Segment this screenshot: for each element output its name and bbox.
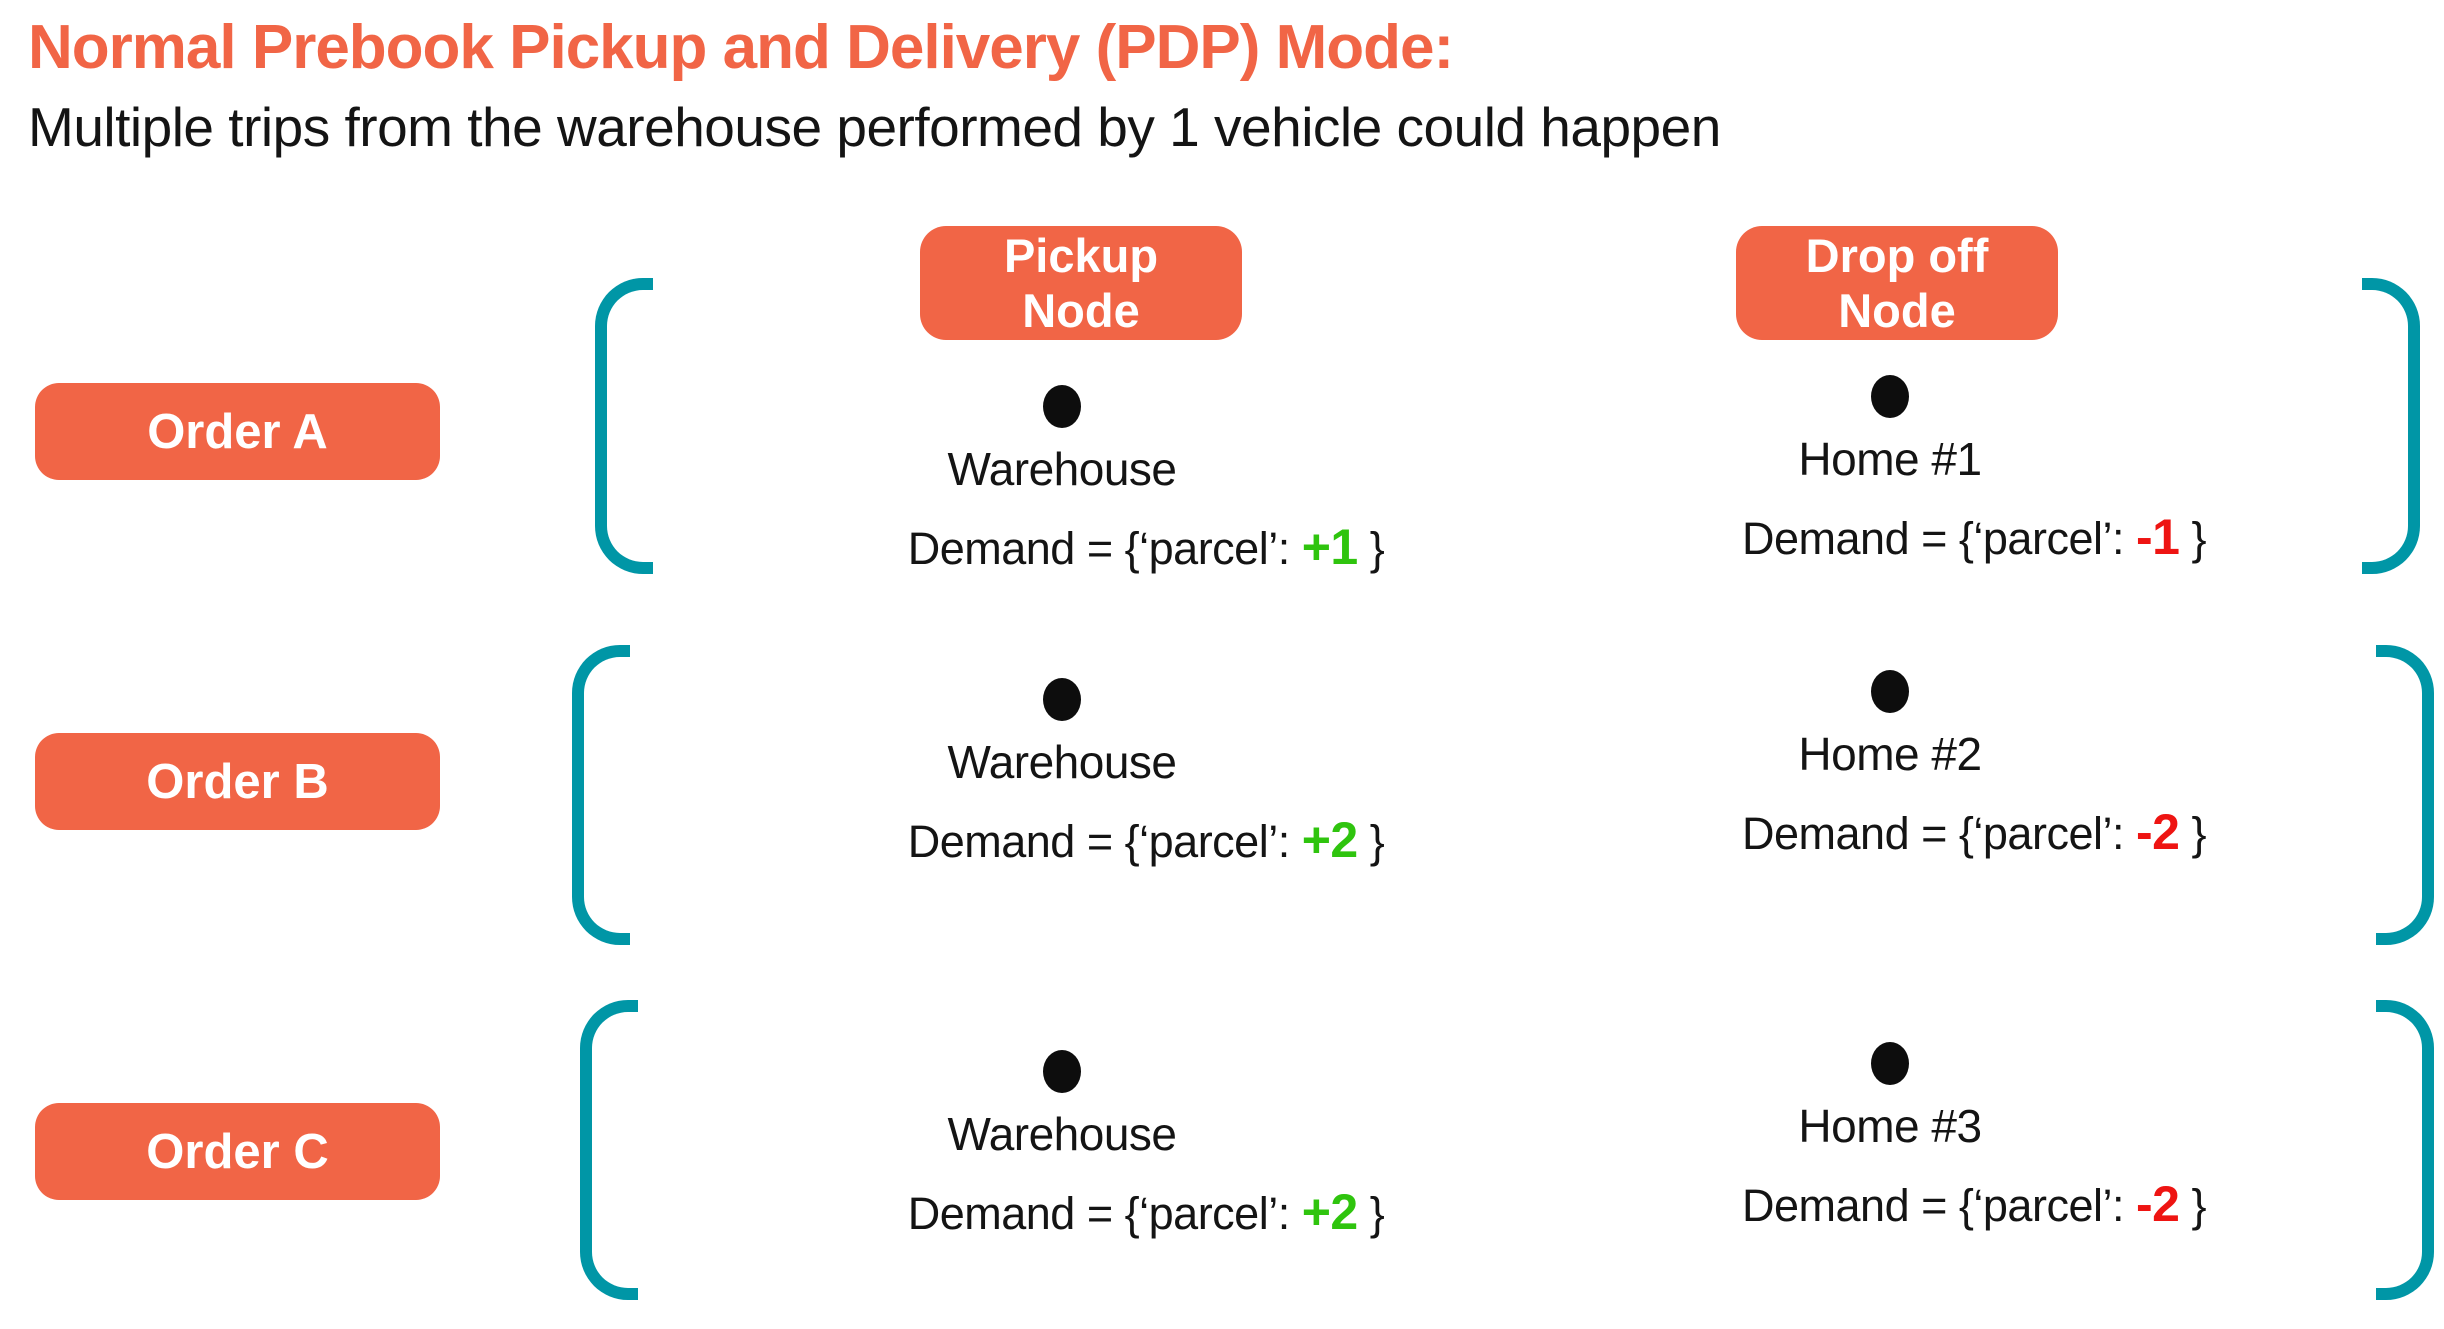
demand-suffix: } <box>2179 513 2206 564</box>
node-name: Warehouse <box>947 736 1177 788</box>
bracket-left-icon <box>595 278 653 574</box>
demand-value: +1 <box>1301 519 1359 575</box>
demand-text: Demand = {‘parcel’: +2 } <box>908 811 1385 869</box>
order-c-badge: Order C <box>35 1103 440 1200</box>
page-title: Normal Prebook Pickup and Delivery (PDP)… <box>28 13 1454 82</box>
demand-value: +2 <box>1301 812 1359 868</box>
demand-value: +2 <box>1301 1184 1359 1240</box>
pickup-node-header-badge: Pickup Node <box>920 226 1242 340</box>
demand-text: Demand = {‘parcel’: -2 } <box>1742 803 2206 861</box>
bracket-right-icon <box>2362 278 2420 574</box>
order-c-dropoff-node: Home #3 Demand = {‘parcel’: -2 } <box>1540 1042 2240 1233</box>
demand-suffix: } <box>2179 808 2206 859</box>
order-b-pickup-node: Warehouse Demand = {‘parcel’: +2 } <box>712 678 1412 869</box>
dropoff-node-dot <box>1871 1042 1909 1085</box>
bracket-right-icon <box>2376 1000 2434 1300</box>
node-name: Warehouse <box>947 1108 1177 1160</box>
bracket-left-icon <box>580 1000 638 1300</box>
demand-prefix: Demand = {‘parcel’: <box>1742 808 2136 859</box>
pickup-node-dot <box>1043 1050 1081 1093</box>
demand-text: Demand = {‘parcel’: +2 } <box>908 1183 1385 1241</box>
demand-suffix: } <box>1357 816 1385 867</box>
order-a-dropoff-node: Home #1 Demand = {‘parcel’: -1 } <box>1540 375 2240 566</box>
pickup-node-dot <box>1043 678 1081 721</box>
pickup-node-dot <box>1043 385 1081 428</box>
node-name: Warehouse <box>947 443 1177 495</box>
demand-text: Demand = {‘parcel’: -2 } <box>1742 1175 2206 1233</box>
demand-suffix: } <box>2179 1180 2206 1231</box>
order-a-badge: Order A <box>35 383 440 480</box>
order-b-dropoff-node: Home #2 Demand = {‘parcel’: -2 } <box>1540 670 2240 861</box>
dropoff-node-dot <box>1871 670 1909 713</box>
demand-prefix: Demand = {‘parcel’: <box>907 816 1302 867</box>
order-a-pickup-node: Warehouse Demand = {‘parcel’: +1 } <box>712 385 1412 576</box>
node-name: Home #3 <box>1798 1100 1982 1152</box>
demand-text: Demand = {‘parcel’: -1 } <box>1742 508 2206 566</box>
dropoff-node-header-badge: Drop off Node <box>1736 226 2058 340</box>
demand-suffix: } <box>1357 523 1385 574</box>
demand-prefix: Demand = {‘parcel’: <box>1742 1180 2136 1231</box>
order-c-pickup-node: Warehouse Demand = {‘parcel’: +2 } <box>712 1050 1412 1241</box>
bracket-left-icon <box>572 645 630 945</box>
demand-value: -1 <box>2135 509 2180 565</box>
demand-value: -2 <box>2135 804 2180 860</box>
order-b-badge: Order B <box>35 733 440 830</box>
demand-value: -2 <box>2135 1176 2180 1232</box>
demand-suffix: } <box>1357 1188 1385 1239</box>
demand-prefix: Demand = {‘parcel’: <box>907 1188 1302 1239</box>
page-subtitle: Multiple trips from the warehouse perfor… <box>28 96 1721 158</box>
demand-text: Demand = {‘parcel’: +1 } <box>908 518 1385 576</box>
demand-prefix: Demand = {‘parcel’: <box>907 523 1302 574</box>
node-name: Home #1 <box>1798 433 1982 485</box>
dropoff-node-dot <box>1871 375 1909 418</box>
bracket-right-icon <box>2376 645 2434 945</box>
node-name: Home #2 <box>1798 728 1982 780</box>
demand-prefix: Demand = {‘parcel’: <box>1742 513 2136 564</box>
